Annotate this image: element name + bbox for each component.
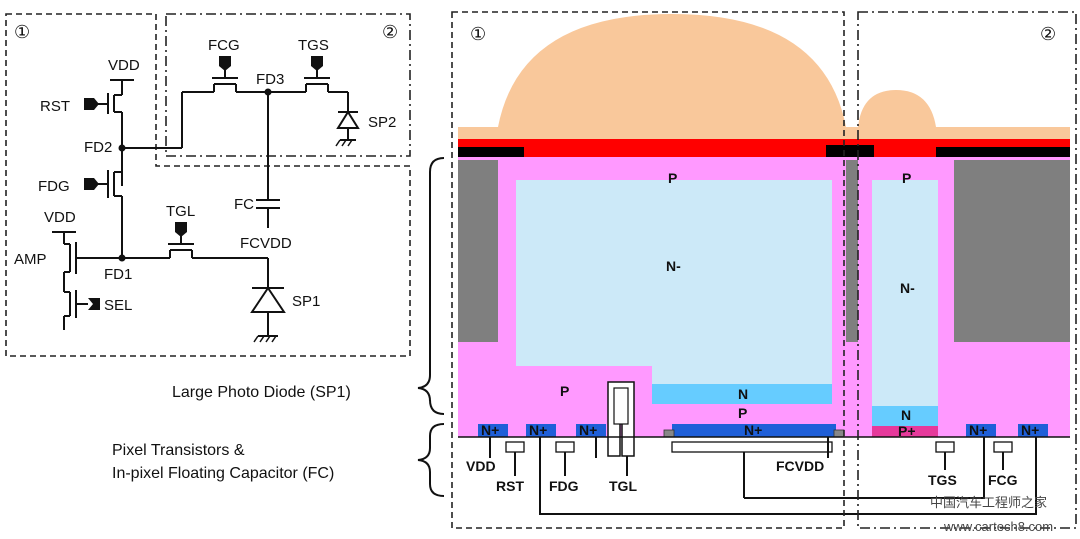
tgl-transistor (122, 222, 268, 259)
fc-electrode (671, 441, 833, 453)
circuit-region-1-marker: ① (14, 22, 30, 42)
caption-pixel-tr-line1: Pixel Transistors & (112, 442, 245, 459)
fdg-transistor (84, 170, 123, 258)
label-fd2: FD2 (84, 139, 112, 156)
doping-n-minus-small: N- (900, 280, 915, 296)
doping-p-left: P (560, 383, 569, 399)
label-amp: AMP (14, 251, 47, 268)
watermark-cn: 中国汽车工程师之家 (930, 495, 1047, 511)
tgs-gate (935, 441, 955, 453)
terminal-vdd: VDD (466, 458, 496, 474)
label-sp2: SP2 (368, 114, 396, 131)
n-plus-diffusion-3 (576, 424, 606, 437)
tgs-transistor (304, 56, 348, 93)
metal-grid-2 (826, 145, 874, 157)
tgl-gate-icon (175, 222, 187, 237)
brace-photodiode (417, 157, 445, 415)
doping-n-minus-large: N- (666, 258, 681, 274)
doping-n-plus-1: N+ (481, 422, 499, 438)
lens-base (458, 127, 1070, 139)
isolation-right (954, 160, 1070, 342)
metal-grid-3 (936, 147, 1070, 157)
doping-p-top-large: P (668, 170, 677, 186)
metal-grid-1 (458, 147, 524, 157)
captions: Large Photo Diode (SP1) Pixel Transistor… (112, 157, 445, 497)
fcg-transistor (182, 56, 306, 93)
brace-transistors (417, 423, 445, 497)
circuit-region-2-box (165, 13, 411, 157)
doping-n-small: N (901, 407, 911, 423)
doping-n-plus-4: N+ (969, 422, 987, 438)
doping-p-top-small: P (902, 170, 911, 186)
circuit-schematic: ① ② VDD RST FD2 FDG (5, 13, 411, 357)
fcg-gate-icon (219, 56, 231, 71)
rst-gate (505, 441, 525, 453)
large-microlens (498, 14, 846, 127)
terminal-fcg: FCG (988, 472, 1018, 488)
doping-p-under-n: P (738, 405, 747, 421)
circuit-region-2-marker: ② (382, 22, 398, 42)
sel-transistor (63, 290, 100, 330)
sel-gate-icon (88, 298, 100, 310)
section-region-2-marker: ② (1040, 24, 1056, 44)
label-fd3: FD3 (256, 71, 284, 88)
small-p-plus-region (872, 426, 938, 437)
fdg-gate (555, 441, 575, 453)
label-fc: FC (234, 196, 254, 213)
label-vdd-top: VDD (108, 57, 140, 74)
sp1-photodiode (250, 258, 286, 343)
tgs-gate-icon (311, 56, 323, 71)
label-fcg: FCG (208, 37, 240, 54)
label-fd1: FD1 (104, 266, 132, 283)
n-plus-diffusion-2 (526, 424, 556, 437)
caption-large-photodiode: Large Photo Diode (SP1) (172, 384, 351, 401)
label-fdg: FDG (38, 178, 70, 195)
terminal-tgl: TGL (609, 478, 637, 494)
section-region-2-box (857, 11, 1077, 529)
sp2-photodiode (335, 92, 360, 147)
small-n-region (872, 406, 938, 426)
small-microlens (858, 90, 936, 127)
small-n-minus-region (872, 180, 938, 406)
label-fcvdd: FCVDD (240, 235, 292, 252)
fc-capacitor (256, 92, 280, 228)
doping-n-large: N (738, 386, 748, 402)
doping-n-plus-5: N+ (1021, 422, 1039, 438)
isolation-mid (846, 160, 858, 342)
label-sp1: SP1 (292, 293, 320, 310)
large-n-minus-region (516, 180, 832, 398)
large-n-region (652, 384, 832, 404)
label-sel: SEL (104, 297, 132, 314)
label-vdd-amp: VDD (44, 209, 76, 226)
n-plus-diffusion-4 (966, 424, 996, 437)
doping-n-plus-3: N+ (579, 422, 597, 438)
fcg-gate (993, 441, 1013, 453)
terminal-rst: RST (496, 478, 524, 494)
label-tgl: TGL (166, 203, 195, 220)
n-plus-diffusion-5 (1018, 424, 1048, 437)
large-n-plus-region (672, 424, 836, 437)
doping-n-plus-large: N+ (744, 422, 762, 438)
isolation-left (458, 160, 498, 342)
wire-fd2-fcg (539, 437, 1037, 515)
doping-p-plus-small: P+ (898, 423, 916, 439)
label-rst: RST (40, 98, 70, 115)
fdg-gate-icon (84, 178, 99, 190)
circuit-region-1-box (5, 13, 411, 357)
doping-n-plus-2: N+ (529, 422, 547, 438)
terminal-fcvdd: FCVDD (776, 458, 824, 474)
rst-gate-icon (84, 98, 99, 110)
label-tgs: TGS (298, 37, 329, 54)
caption-pixel-tr-line2: In-pixel Floating Capacitor (FC) (112, 465, 334, 482)
watermark-url: www.cartech8.com (943, 519, 1053, 534)
amp-transistor (52, 231, 122, 292)
cross-section: ① ② P N- P N- P N P N+ N P+ N+ N+ N+ N+ … (451, 11, 1077, 529)
terminal-fdg: FDG (549, 478, 579, 494)
section-region-1-box (451, 11, 845, 529)
terminal-tgs: TGS (928, 472, 957, 488)
section-region-1-marker: ① (470, 24, 486, 44)
n-plus-diffusion-1 (478, 424, 508, 437)
